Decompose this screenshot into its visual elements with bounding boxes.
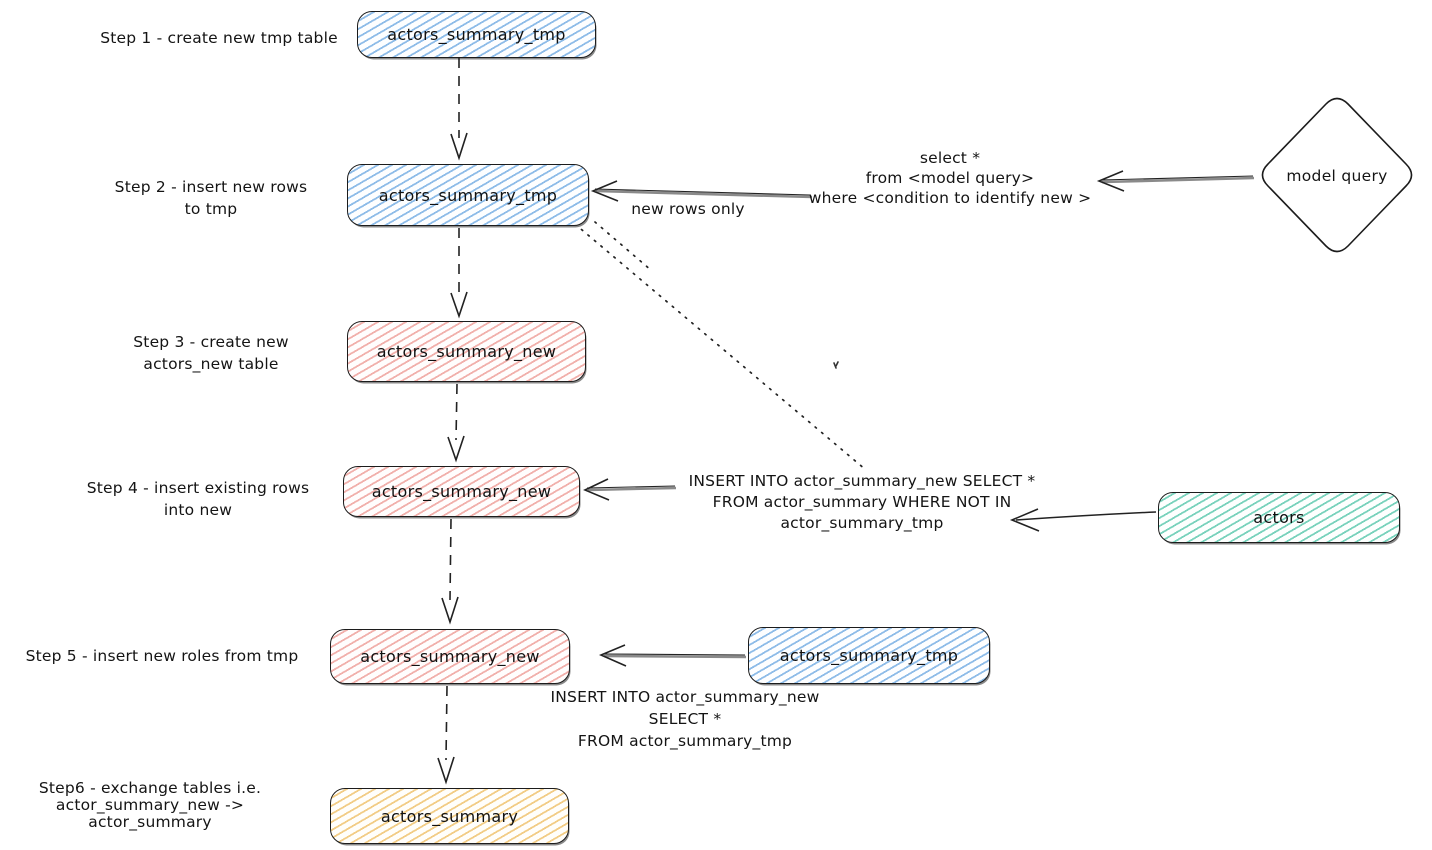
step4-table-node: actors_summary_new: [343, 466, 580, 517]
arrow-actors-to-sql: [1009, 508, 1157, 532]
actors-table-node: actors: [1158, 492, 1400, 543]
step1-table-label: actors_summary_tmp: [387, 25, 566, 44]
step3-table-node: actors_summary_new: [347, 321, 586, 382]
step4-table-label: actors_summary_new: [371, 482, 552, 501]
step5-source-table-node: actors_summary_tmp: [748, 627, 990, 684]
arrow-query-to-step2: [590, 180, 813, 202]
step5-table-node: actors_summary_new: [330, 629, 570, 684]
stray-mark: [833, 361, 839, 369]
step3-table-label: actors_summary_new: [376, 342, 557, 361]
model-query-node: model query: [1261, 97, 1413, 253]
result-table-label: actors_summary: [380, 806, 519, 826]
model-query-label: model query: [1286, 167, 1387, 185]
arrow-step2-to-step3: [450, 228, 468, 319]
model-query-diamond-shape: [1261, 97, 1413, 253]
step5-source-table-label: actors_summary_tmp: [779, 646, 959, 665]
new-rows-only-note: new rows only: [631, 200, 745, 218]
actors-table-label: actors: [1253, 508, 1305, 527]
arrow-step5-to-step6: [437, 685, 455, 785]
step4-label: Step 4 - insert existing rows into new: [86, 479, 310, 519]
model-query-sql-note: select * from <model query> where <condi…: [808, 149, 1092, 207]
step5-label: Step 5 - insert new roles from tmp: [25, 647, 299, 665]
arrow-step1-to-step2: [450, 58, 468, 161]
step4-sql-note: INSERT INTO actor_summary_new SELECT * F…: [688, 472, 1036, 532]
dotted-link-step2-to-step4sql: [574, 221, 867, 471]
arrow-tmp-to-step5: [598, 644, 747, 667]
arrow-sql-to-step4: [583, 478, 677, 501]
arrow-diamond-to-query: [1096, 170, 1255, 192]
step2-label: Step 2 - insert new rows to tmp: [114, 178, 308, 218]
step5-sql-note: INSERT INTO actor_summary_new SELECT * F…: [550, 688, 820, 750]
step5-table-label: actors_summary_new: [360, 647, 540, 666]
step1-label: Step 1 - create new tmp table: [100, 29, 338, 47]
step1-table-node: actors_summary_tmp: [357, 11, 596, 58]
step2-table-label: actors_summary_tmp: [378, 185, 558, 205]
step3-label: Step 3 - create new actors_new table: [133, 333, 289, 373]
arrow-step3-to-step4: [447, 383, 465, 463]
arrow-step4-to-step5: [441, 518, 459, 625]
step6-label: Step6 - exchange tables i.e. actor_summa…: [38, 779, 262, 831]
step2-table-node: actors_summary_tmp: [347, 164, 589, 226]
result-table-node: actors_summary: [330, 788, 569, 844]
